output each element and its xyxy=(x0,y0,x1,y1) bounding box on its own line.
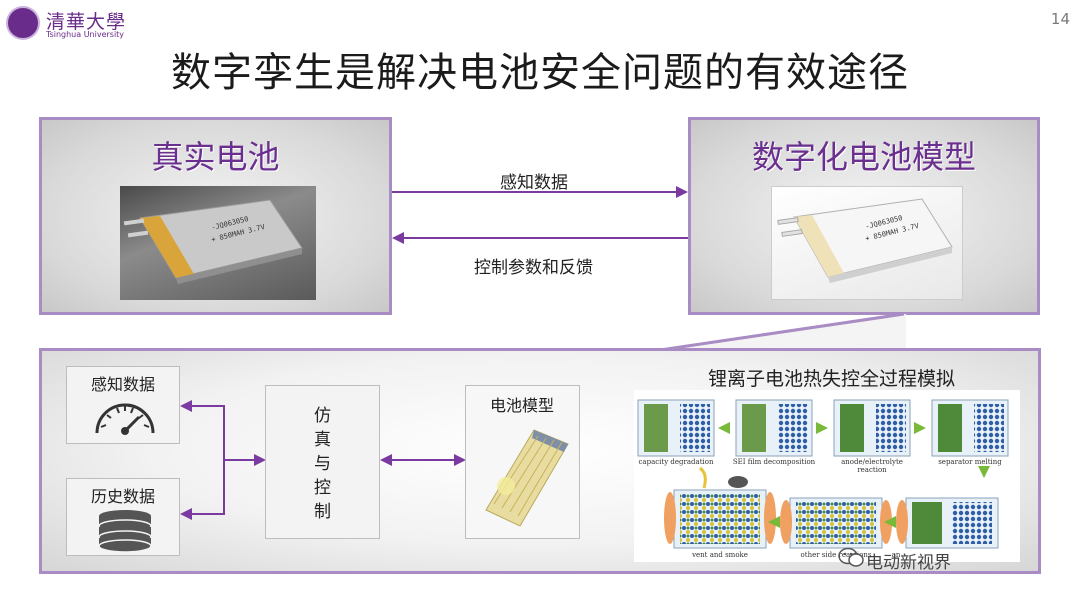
caption-capacity-degradation: capacity degradation xyxy=(638,458,714,466)
battery-model-label: 电池模型 xyxy=(490,396,555,415)
simulation-control-box: 仿 真 与 控 制 xyxy=(265,385,380,539)
stage-cells-row2 xyxy=(664,466,999,549)
database-icon xyxy=(98,510,152,553)
gauge-icon xyxy=(95,403,155,435)
sim-char-2: 真 xyxy=(314,430,331,450)
digital-model-title: 数字化电池模型 xyxy=(751,138,976,176)
tsinghua-logo: 清華大學 Tsinghua University xyxy=(6,6,126,42)
sim-model-double-arrow xyxy=(380,454,466,466)
sim-char-4: 控 xyxy=(314,478,331,498)
watermark-text: 电动新视界 xyxy=(866,553,951,573)
thermal-runaway-title: 锂离子电池热失控全过程模拟 xyxy=(708,368,956,390)
sim-char-5: 制 xyxy=(314,502,331,522)
back-arrow-label: 控制参数和反馈 xyxy=(474,258,593,278)
wechat-icon xyxy=(838,547,864,567)
real-battery-panel: 真实电池 -JQ063050 + 850MAH 3.7V xyxy=(39,117,392,315)
real-battery-title: 真实电池 xyxy=(151,138,280,176)
stage-arrows-row2 xyxy=(768,516,896,528)
page-number: 14 xyxy=(1050,10,1070,28)
simulation-control-label: 仿 真 与 控 制 xyxy=(266,404,379,524)
battery-render-icon: -JQ063050 + 850MAH 3.7V xyxy=(777,198,953,283)
real-battery-image: -JQ063050 + 850MAH 3.7V xyxy=(120,186,316,300)
battery-mesh-model-icon xyxy=(485,429,569,527)
logo-chinese-text: 清華大學 xyxy=(46,11,127,33)
seal-icon xyxy=(6,6,40,40)
stage-cells-row1 xyxy=(637,399,1009,457)
top-arrows xyxy=(392,186,688,244)
caption-other-side-reactions: other side reactions xyxy=(800,551,872,559)
caption-truncated: an xyxy=(891,551,901,559)
slide-title: 数字孪生是解决电池安全问题的有效途径 xyxy=(171,50,909,96)
battery-photo-icon: -JQ063050 + 850MAH 3.7V xyxy=(123,199,303,284)
caption-anode-electrolyte: anode/electrolyte reaction xyxy=(841,458,903,474)
thermal-process-diagram xyxy=(637,399,1009,549)
sense-data-label: 感知数据 xyxy=(91,375,156,394)
sim-char-1: 仿 xyxy=(314,406,331,426)
stage-arrows-row1 xyxy=(718,422,990,478)
history-data-label: 历史数据 xyxy=(91,487,156,506)
back-arrow-head xyxy=(392,232,404,244)
sim-char-3: 与 xyxy=(314,454,331,474)
logo-english-text: Tsinghua University xyxy=(46,30,125,39)
forward-arrow-head xyxy=(676,186,688,198)
caption-vent-smoke: vent and smoke xyxy=(692,551,748,559)
sense-data-box: 感知数据 xyxy=(66,366,180,444)
battery-model-box: 电池模型 xyxy=(465,385,580,539)
caption-sei-decomposition: SEI film decomposition xyxy=(732,458,816,466)
forward-arrow-label: 感知数据 xyxy=(500,173,568,193)
digital-battery-image: -JQ063050 + 850MAH 3.7V xyxy=(771,186,963,300)
callout-wedge xyxy=(660,312,906,352)
caption-separator-melting: separator melting xyxy=(938,458,1002,466)
input-connector-arrows xyxy=(180,400,266,520)
thermal-runaway-figure: capacity degradation SEI film decomposit… xyxy=(634,390,1020,562)
digital-model-panel: 数字化电池模型 -JQ063050 + 850MAH 3.7V xyxy=(688,117,1040,315)
history-data-box: 历史数据 xyxy=(66,478,180,556)
